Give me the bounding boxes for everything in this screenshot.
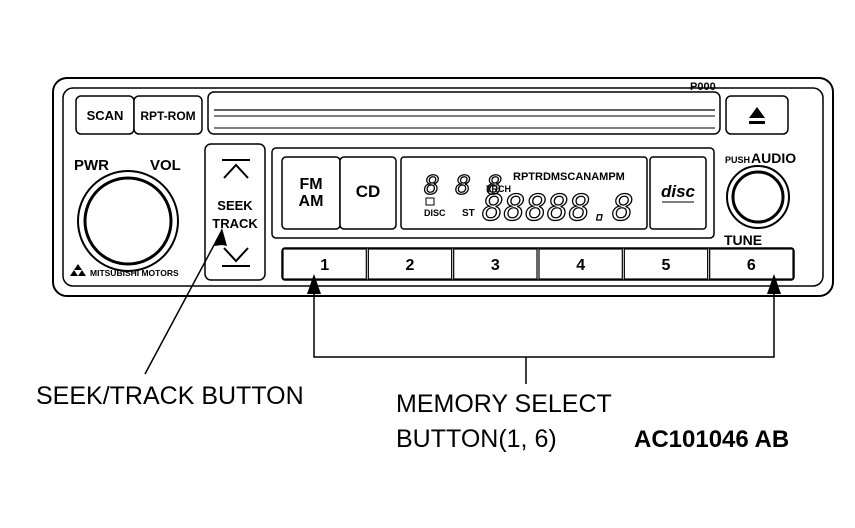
- audio-tune-knob-inner: [731, 170, 785, 224]
- preset-label-5: 5: [662, 257, 671, 274]
- model-code: P000: [690, 81, 716, 93]
- lcd-display: [400, 156, 648, 230]
- lcd-st: ST: [462, 208, 475, 219]
- push-label: PUSH: [725, 155, 750, 165]
- disc-logo-panel: [649, 156, 707, 230]
- pwr-label: PWR: [74, 157, 109, 174]
- preset-label-4: 4: [576, 257, 585, 274]
- seek-track-arrowhead: [214, 228, 227, 246]
- tune-label: TUNE: [724, 232, 762, 248]
- memory-select-callout-1: MEMORY SELECT: [396, 390, 612, 418]
- memory-select-leader: [307, 274, 781, 384]
- memory-select-callout-2: BUTTON(1, 6): [396, 425, 557, 453]
- seek-down-icon: [222, 247, 250, 267]
- preset-label-1: 1: [320, 257, 329, 274]
- lcd-modes: RPTRDMSCANAMPM: [513, 171, 625, 183]
- preset-button-1[interactable]: [282, 248, 367, 280]
- lcd-disc-indicator-icon: [425, 197, 435, 206]
- fm-label: FM: [299, 176, 322, 193]
- seek-track-callout: SEEK/TRACK BUTTON: [36, 382, 304, 410]
- lcd-disc: DISC: [424, 208, 446, 218]
- eject-icon: [749, 107, 765, 124]
- preset-button-2[interactable]: [367, 248, 453, 280]
- preset-buttons: 1 2 3 4 5 6: [282, 248, 794, 280]
- am-label: AM: [299, 193, 324, 210]
- vol-label: VOL: [150, 157, 181, 174]
- audio-tune-knob[interactable]: [726, 165, 790, 229]
- figure-id: AC101046 AB: [634, 426, 789, 453]
- preset-label-6: 6: [747, 257, 756, 274]
- lcd-trch: TRCH: [486, 184, 511, 194]
- seek-track-leader: [144, 231, 222, 375]
- cd-slot-frame: [207, 91, 721, 135]
- preset-button-4[interactable]: [538, 248, 623, 280]
- preset-label-2: 2: [406, 257, 415, 274]
- radio-faceplate: [62, 87, 824, 287]
- preset-label-3: 3: [491, 257, 500, 274]
- scan-label: SCAN: [87, 108, 124, 123]
- rpt-rom-label: RPT-ROM: [140, 109, 195, 123]
- brand-label: MITSUBISHI MOTORS: [90, 268, 179, 278]
- lcd-main-digits: 88888.8: [482, 188, 634, 229]
- rpt-rom-button[interactable]: [133, 95, 203, 135]
- track-label: TRACK: [212, 216, 258, 231]
- cd-button[interactable]: [339, 156, 397, 230]
- display-panel: [271, 147, 715, 239]
- mitsubishi-logo-icon: [70, 264, 86, 276]
- seek-track-button[interactable]: [204, 143, 266, 281]
- volume-knob-inner: [83, 176, 173, 266]
- preset-button-3[interactable]: [453, 248, 538, 280]
- lcd-top-digits: 8 8 8: [424, 171, 502, 201]
- preset-button-5[interactable]: [623, 248, 709, 280]
- cd-label: CD: [356, 182, 381, 201]
- seek-label: SEEK: [217, 198, 253, 213]
- audio-label: AUDIO: [751, 150, 796, 166]
- seek-up-icon: [222, 159, 250, 179]
- disc-logo: disc: [661, 182, 696, 201]
- volume-knob[interactable]: [77, 170, 179, 272]
- preset-button-6[interactable]: [709, 248, 794, 280]
